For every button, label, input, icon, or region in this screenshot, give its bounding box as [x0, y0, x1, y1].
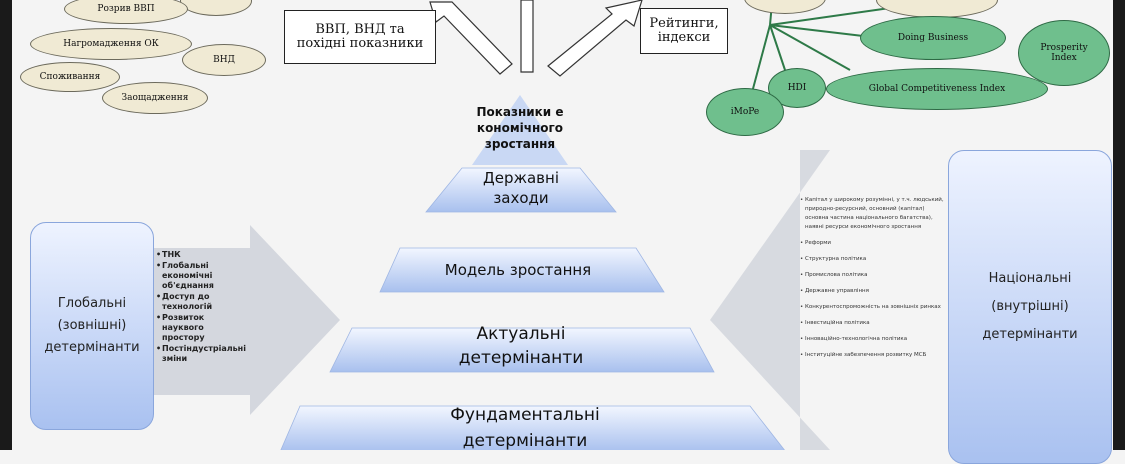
tier-current-determinants: Актуальні детермінанти	[458, 324, 584, 368]
tier-4-shape	[280, 405, 785, 450]
national-determinant-item: Інвестиційна політика	[800, 319, 946, 328]
ellipse-label: Global Competitiveness Index	[868, 84, 1006, 94]
ellipse-label: Нагромадження ОК	[63, 39, 159, 49]
tier-fundamental-determinants: Фундаментальні детермінанти	[450, 405, 600, 450]
global-determinants-label: Глобальні (зовнішні) детермінанти	[44, 296, 140, 355]
pyramid-apex	[472, 95, 568, 165]
ratings-label: Рейтинги, індекси	[649, 16, 719, 45]
global-determinant-item: Постіндустріальні зміни	[156, 344, 248, 364]
national-determinants-label: Національні (внутрішні) детермінанти	[982, 271, 1078, 342]
ellipse-label: Споживання	[39, 72, 101, 82]
ellipse-doing-business: Doing Business	[860, 16, 1006, 60]
ellipse-label: HDI	[787, 83, 807, 93]
global-determinant-item: Глобальні економічні об'єднання	[156, 261, 248, 291]
right-connector-4	[769, 24, 851, 71]
pyramid-tiers	[280, 167, 785, 450]
ellipse-label: Заощадження	[121, 93, 189, 103]
national-determinant-item: Інституційне забезпечення розвитку МСБ	[800, 351, 946, 360]
tier-growth-model: Модель зростання	[444, 261, 592, 279]
ellipse-label: ВНД	[213, 55, 235, 65]
right-connector-2	[749, 24, 771, 101]
left-dark-edge	[0, 0, 12, 450]
ellipse-imope: iMoPe	[706, 88, 784, 136]
up-arrow-right	[547, 0, 643, 77]
gdp-gni-label: ВВП, ВНД та похідні показники	[296, 22, 424, 51]
right-dark-edge	[1113, 0, 1125, 450]
ellipse-capital-accumulation: Нагромадження ОК	[30, 28, 192, 60]
right-connector-6	[769, 7, 891, 26]
apex-label: Показники економічного зростання	[476, 105, 564, 151]
diagram-canvas: Розрив ВВП Нагромадження ОК Споживання В…	[0, 0, 1125, 450]
tier-1-shape	[425, 167, 617, 213]
tier-state-measures: Державні заходи	[483, 169, 559, 207]
gdp-gni-box: ВВП, ВНД та похідні показники	[284, 10, 436, 64]
national-determinant-item: Структурна політика	[800, 255, 946, 264]
ratings-box: Рейтинги, індекси	[640, 8, 728, 54]
national-determinants-box: Національні (внутрішні) детермінанти	[948, 150, 1112, 464]
national-determinant-item: Промислова політика	[800, 271, 946, 280]
ellipse-gci: Global Competitiveness Index	[826, 68, 1048, 110]
right-connector-3	[769, 24, 786, 71]
global-determinant-item: Розвиток науквого простору	[156, 313, 248, 343]
ellipse-consumption: Споживання	[20, 62, 120, 92]
ellipse-label: iMoPe	[730, 107, 760, 117]
global-determinant-item: Доступ до технологій	[156, 292, 248, 312]
global-determinants-list: ТНКГлобальні економічні об'єднанняДоступ…	[156, 250, 248, 365]
ellipse-label: Prosperity Index	[1040, 43, 1088, 63]
national-determinant-item: Капітал у широкому розумінні, у т.ч. люд…	[800, 196, 946, 232]
global-determinants-box: Глобальні (зовнішні) детермінанти	[30, 222, 154, 430]
ellipse-savings: Заощадження	[102, 82, 208, 114]
up-arrow-center	[520, 0, 534, 73]
national-determinant-item: Конкурентоспроможність на зовнішніх ринк…	[800, 303, 946, 312]
national-determinant-item: Державне управління	[800, 287, 946, 296]
ellipse-label: Doing Business	[897, 33, 969, 43]
national-determinant-item: Реформи	[800, 239, 946, 248]
tier-2-shape	[379, 247, 665, 293]
ellipse-gdp-gap: Розрив ВВП	[64, 0, 188, 24]
tier-3-shape	[329, 327, 715, 373]
national-determinant-item: Інноваційно-технологічна політика	[800, 335, 946, 344]
up-arrow-left	[429, 1, 513, 75]
ellipse-gni: ВНД	[182, 44, 266, 76]
global-determinant-item: ТНК	[156, 250, 248, 260]
ellipse-prosperity-index: Prosperity Index	[1018, 20, 1110, 86]
national-determinants-list: Капітал у широкому розумінні, у т.ч. люд…	[800, 196, 946, 367]
ellipse-label: Розрив ВВП	[97, 4, 155, 14]
